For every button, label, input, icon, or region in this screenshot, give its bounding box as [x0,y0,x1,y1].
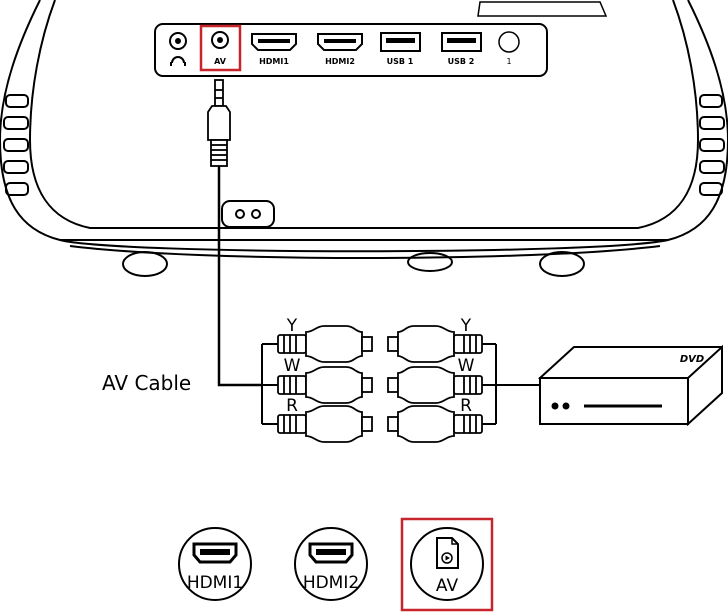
hdmi1-port: HDMI1 [251,33,297,66]
left-plug-label-r: R [286,396,298,416]
rca-plug-right-y [387,325,483,363]
rca-plug-left-y [277,325,373,363]
source-hdmi1[interactable]: HDMI1 [178,527,252,601]
round-port-label: 1 [506,57,511,66]
hdmi1-port-label: HDMI1 [259,57,289,66]
right-splitter [482,343,540,425]
right-plug-label-w: W [458,356,475,376]
source-hdmi2[interactable]: HDMI2 [294,527,368,601]
source-av-highlight [400,517,494,612]
av-cable-label: AV Cable [102,371,191,395]
left-plug-label-w: W [284,356,301,376]
headphone-port [169,32,187,66]
usb1-port-label: USB 1 [387,57,414,66]
av-port-highlight [199,24,242,72]
usb1-port: USB 1 [380,32,421,66]
av-cable-line [217,166,262,387]
foot-left [122,251,168,277]
hdmi-icon [308,542,354,564]
rca-plugs-right [387,325,483,443]
port-panel: AV HDMI1 HDMI2 USB 1 USB 2 [154,23,548,77]
av-file-icon [436,537,459,569]
right-plug-label-y: Y [460,316,472,336]
source-hdmi2-label: HDMI2 [303,573,359,593]
rca-plug-left-r [277,405,373,443]
hdmi2-port: HDMI2 [317,33,363,66]
left-plug-label-y: Y [286,316,298,336]
foot-right [539,251,585,277]
projector [0,0,728,277]
right-vents [699,94,725,196]
headphone-icon [170,56,186,66]
rca-plug-left-w [277,366,373,404]
rca-plug-right-r [387,405,483,443]
left-splitter [261,343,278,425]
av-port-label: AV [214,57,227,66]
usb2-port-label: USB 2 [448,57,475,66]
power-inlet [221,200,275,228]
left-vents [3,94,29,196]
hdmi-icon [192,542,238,564]
source-av-label: AV [436,576,459,596]
source-hdmi1-label: HDMI1 [187,573,243,593]
dvd-logo-label: DVD [680,354,704,365]
round-port: 1 [498,31,520,66]
right-plug-label-r: R [460,396,472,416]
dvd-player [537,344,723,427]
usb2-port: USB 2 [441,32,482,66]
rca-plug-right-w [387,366,483,404]
source-av[interactable]: AV [400,517,494,612]
hdmi2-port-label: HDMI2 [325,57,355,66]
rca-plugs-left [277,325,373,443]
foot-center [407,252,453,272]
av-port: AV [199,24,242,72]
av-plug [207,79,231,167]
